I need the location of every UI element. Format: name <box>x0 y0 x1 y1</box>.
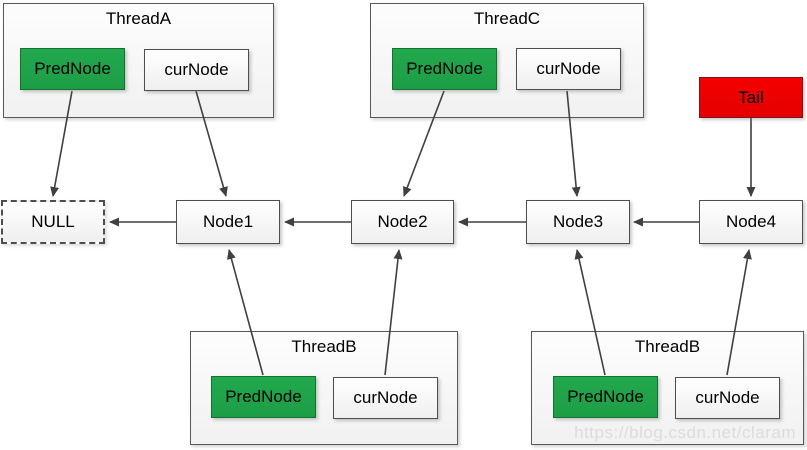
thread-b-right-prednode-box: PredNode <box>553 376 658 418</box>
thread-c-title: ThreadC <box>473 9 541 28</box>
node3-box: Node3 <box>526 200 630 244</box>
node2-box: Node2 <box>351 200 454 244</box>
thread-c-prednode-box: PredNode <box>392 48 497 90</box>
thread-a-title: ThreadA <box>105 9 172 28</box>
thread-b-left-curnode-box: curNode <box>333 377 438 419</box>
thread-b-right-title: ThreadB <box>634 337 701 356</box>
thread-b-right-curnode-box: curNode <box>675 377 780 419</box>
tail-box: Tail <box>699 77 803 118</box>
watermark: https://blog.csdn.net/claram <box>574 423 796 442</box>
node1-box: Node1 <box>176 200 280 244</box>
thread-b-left-prednode-box: PredNode <box>211 376 316 418</box>
thread-a-curnode-box: curNode <box>144 49 249 91</box>
thread-a-prednode-box: PredNode <box>20 48 125 90</box>
thread-c-curnode-box: curNode <box>516 48 621 90</box>
thread-b-left-title: ThreadB <box>291 337 357 356</box>
node4-box: Node4 <box>699 200 803 244</box>
node-null-box: NULL <box>1 200 105 244</box>
